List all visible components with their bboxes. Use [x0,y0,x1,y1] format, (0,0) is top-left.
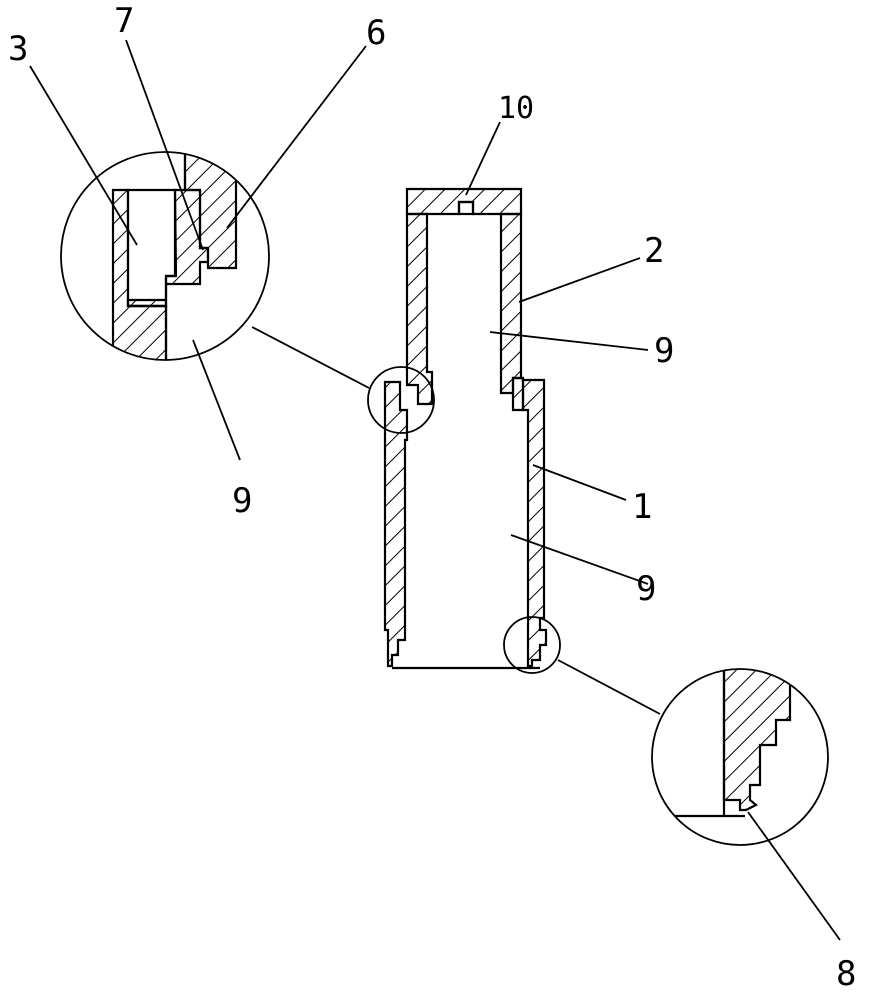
leader-2 [518,257,641,303]
label-6: 6 [366,13,386,53]
leader-10 [465,121,501,196]
leader-3 [29,65,138,246]
label-2: 2 [644,231,664,271]
label-8: 8 [836,954,856,994]
lower-tube-right-shoulder [511,376,525,412]
bottom-detail-marker [503,616,561,674]
joint-detail-connector [251,326,370,389]
leader-9b [489,331,649,351]
lower-tube [383,376,548,670]
label-9b: 9 [654,331,674,371]
cap-vent-hole [457,200,475,216]
leader-lines [29,39,841,941]
bottom-enlarged-view [651,668,829,846]
enlarged-bottom-wall [722,669,792,812]
leader-9c [510,534,649,585]
leader-1 [532,464,627,501]
label-10: 10 [498,91,534,126]
reference-numerals: 3 7 6 9 10 2 9 1 9 8 [8,1,856,994]
upper-tube-left-wall [405,212,434,406]
leader-7 [125,39,204,251]
label-1: 1 [632,487,652,527]
bottom-detail-connector [557,659,661,715]
leader-8 [747,811,841,941]
leader-6 [226,45,367,229]
lower-tube-left-wall [383,380,409,668]
leader-9a [192,339,241,461]
upper-tube [405,187,523,406]
label-7: 7 [114,1,134,41]
label-9a: 9 [232,481,252,521]
enlarged-part-7-wall [126,188,210,308]
joint-enlarged-view [60,151,270,361]
joint-detail-marker [367,366,435,434]
enlarged-part-6-wall [183,152,238,270]
label-9c: 9 [636,569,656,609]
label-3: 3 [8,29,28,69]
lower-tube-right-wall [521,378,548,668]
enlarged-cavity-outline [126,188,177,308]
upper-tube-right-wall [499,212,523,395]
